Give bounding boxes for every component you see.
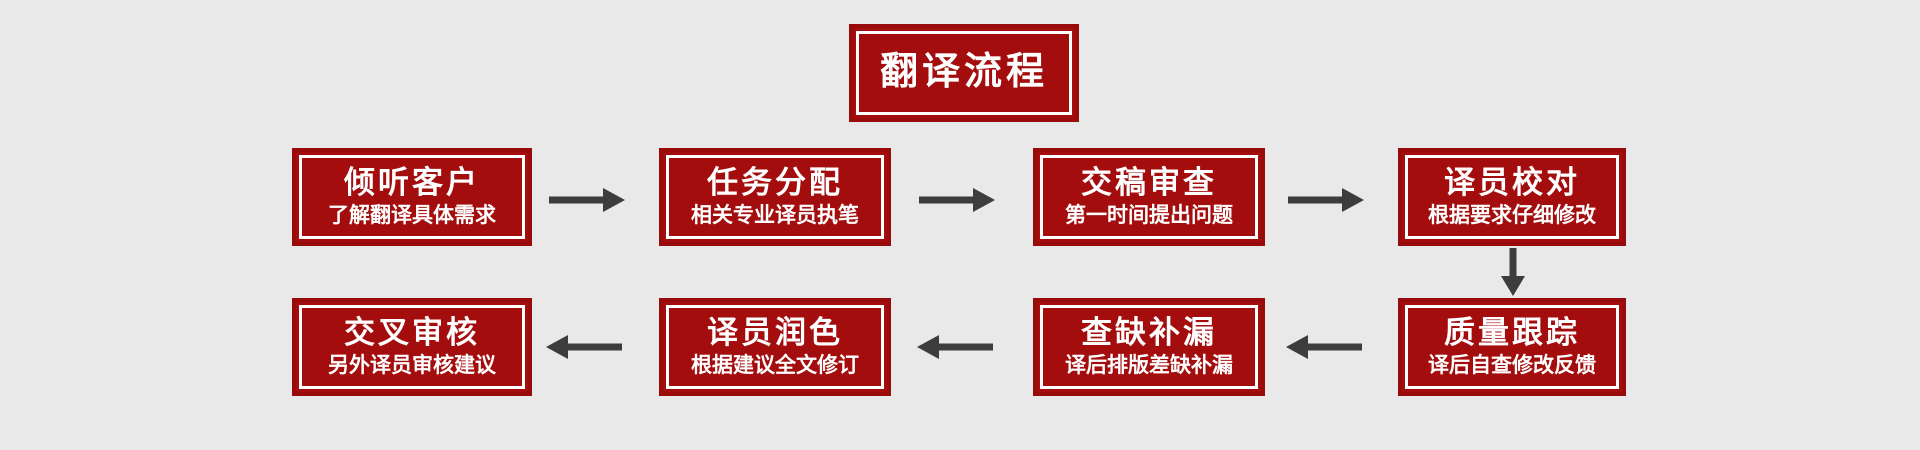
step-title: 译员润色 <box>707 314 843 350</box>
step-subtitle: 根据建议全文修订 <box>691 353 859 377</box>
arrow-right-icon <box>549 187 625 213</box>
step-subtitle: 另外译员审核建议 <box>328 353 496 377</box>
step-title: 交叉审核 <box>344 314 480 350</box>
arrow-down-icon <box>1500 248 1526 296</box>
step-quality-tracking: 质量跟踪 译后自查修改反馈 <box>1398 298 1626 396</box>
arrow-right-icon <box>1288 187 1364 213</box>
step-subtitle: 译后排版差缺补漏 <box>1065 353 1233 377</box>
diagram-title: 翻译流程 <box>879 51 1048 94</box>
step-title: 查缺补漏 <box>1081 314 1217 350</box>
diagram-title-inner: 翻译流程 <box>856 31 1072 115</box>
step-title: 质量跟踪 <box>1444 314 1580 350</box>
step-task-assignment: 任务分配 相关专业译员执笔 <box>659 148 891 246</box>
step-subtitle: 根据要求仔细修改 <box>1428 203 1596 227</box>
step-listen-customer: 倾听客户 了解翻译具体需求 <box>292 148 532 246</box>
step-cross-review: 交叉审核 另外译员审核建议 <box>292 298 532 396</box>
step-gap-check-fill: 查缺补漏 译后排版差缺补漏 <box>1033 298 1265 396</box>
step-subtitle: 第一时间提出问题 <box>1065 203 1233 227</box>
diagram-title-box: 翻译流程 <box>849 24 1079 122</box>
step-translator-proofreading: 译员校对 根据要求仔细修改 <box>1398 148 1626 246</box>
arrow-left-icon <box>546 334 622 360</box>
step-title: 任务分配 <box>707 164 843 200</box>
step-subtitle: 译后自查修改反馈 <box>1428 353 1596 377</box>
step-subtitle: 了解翻译具体需求 <box>328 203 496 227</box>
arrow-right-icon <box>919 187 995 213</box>
step-subtitle: 相关专业译员执笔 <box>691 203 859 227</box>
step-title: 译员校对 <box>1444 164 1580 200</box>
step-title: 交稿审查 <box>1081 164 1217 200</box>
step-title: 倾听客户 <box>344 164 480 200</box>
arrow-left-icon <box>917 334 993 360</box>
arrow-left-icon <box>1286 334 1362 360</box>
step-draft-review: 交稿审查 第一时间提出问题 <box>1033 148 1265 246</box>
step-translator-polishing: 译员润色 根据建议全文修订 <box>659 298 891 396</box>
